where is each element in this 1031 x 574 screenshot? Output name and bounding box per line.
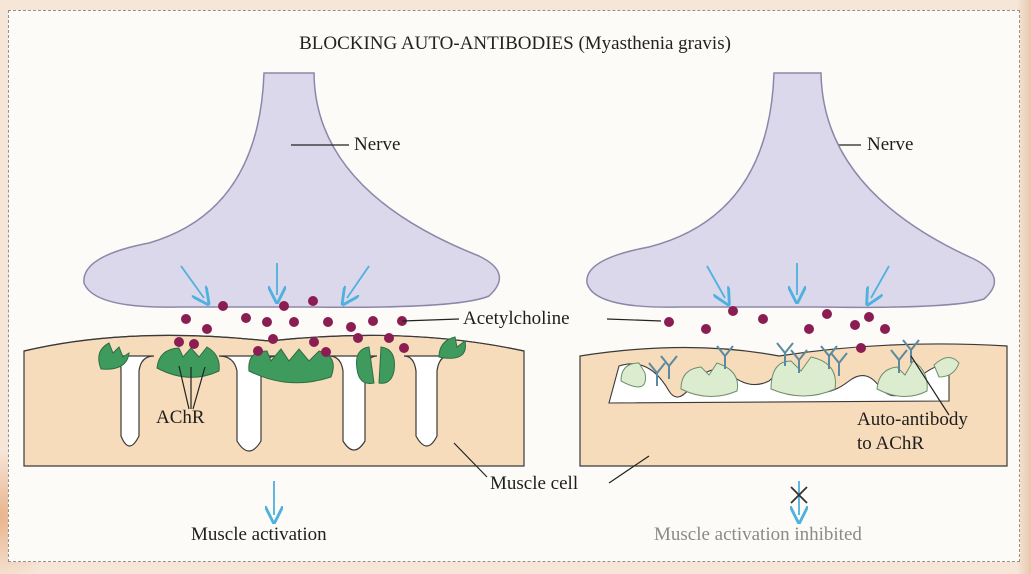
release-arrows-left <box>180 263 370 298</box>
acetylcholine-molecules-right <box>664 306 890 353</box>
auto-antibody-label-line2: to AChR <box>857 433 925 454</box>
diagram-frame: BLOCKING AUTO-ANTIBODIES (Myasthenia gra… <box>8 10 1020 562</box>
outcome-left-label: Muscle activation <box>191 524 327 545</box>
auto-antibodies <box>648 339 920 386</box>
achr-receptor <box>438 336 466 359</box>
acetylcholine-label: Acetylcholine <box>463 308 570 329</box>
achr-receptor <box>98 342 130 370</box>
block-x-icon <box>790 486 808 504</box>
achr-receptor <box>156 346 220 378</box>
background-decoration-right <box>1017 0 1031 574</box>
auto-antibody-label-line1: Auto-antibody <box>857 409 968 430</box>
diagram-canvas <box>23 72 1008 563</box>
nerve-label-left: Nerve <box>354 134 401 155</box>
diagram-title: BLOCKING AUTO-ANTIBODIES (Myasthenia gra… <box>299 33 731 54</box>
achr-receptor <box>378 346 395 384</box>
muscle-cell-label: Muscle cell <box>490 473 579 494</box>
blocked-receptors <box>620 356 960 397</box>
release-arrows-right <box>706 263 890 298</box>
nerve-terminal-right <box>586 72 996 309</box>
outcome-right-label: Muscle activation inhibited <box>654 524 862 545</box>
junctional-fold <box>403 355 450 447</box>
achr-receptor <box>356 346 375 384</box>
nerve-terminal-left <box>83 72 501 309</box>
achr-label: AChR <box>156 407 205 428</box>
acetylcholine-molecules-left <box>174 296 409 357</box>
nerve-label-right: Nerve <box>867 134 914 155</box>
